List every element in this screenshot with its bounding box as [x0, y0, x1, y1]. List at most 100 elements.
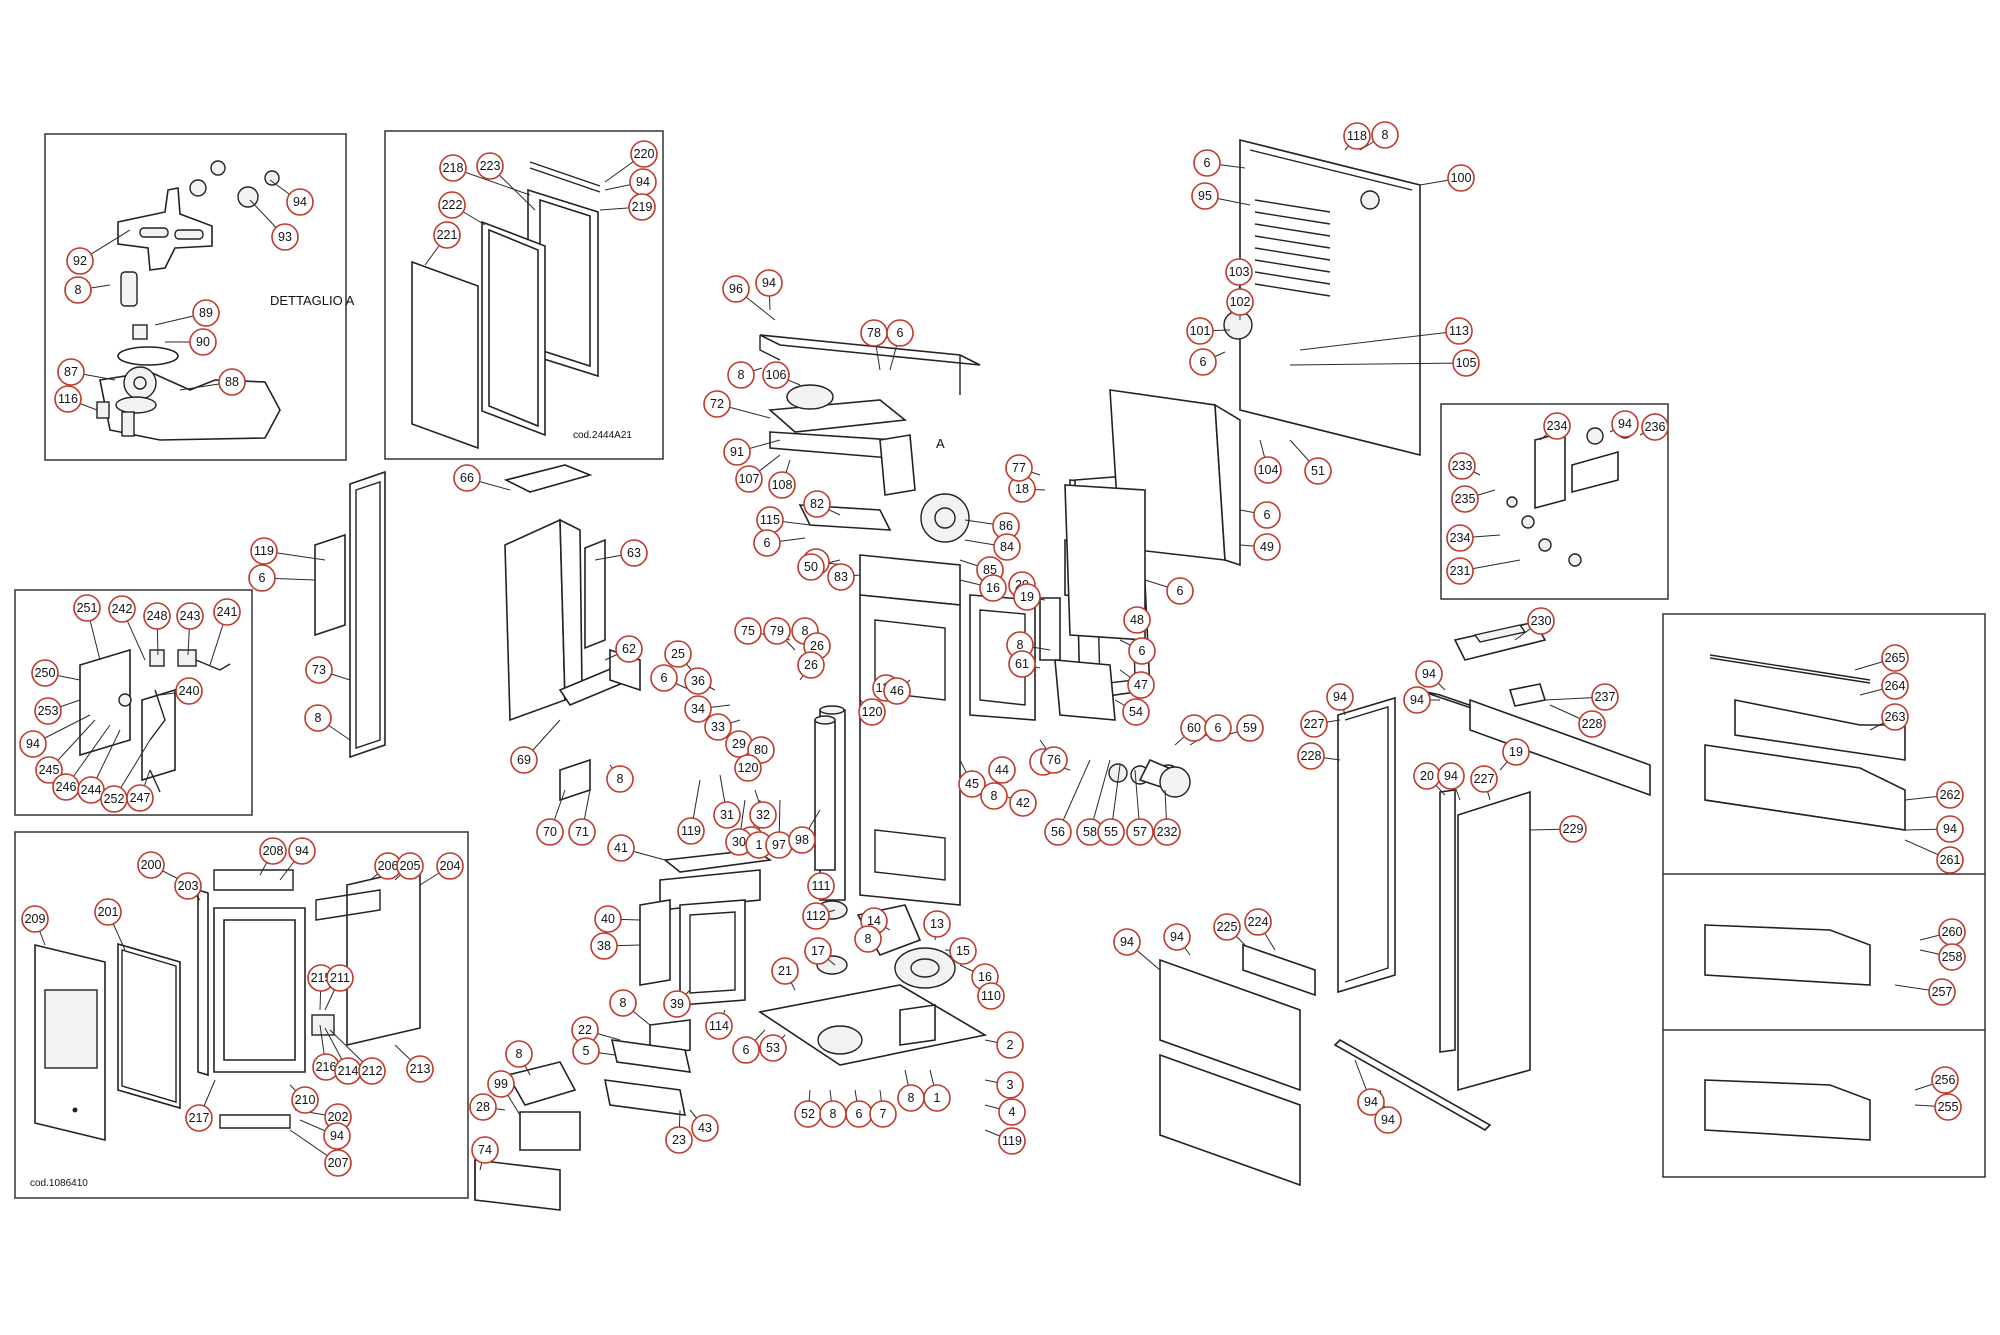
part-callout-220: 220 — [630, 140, 658, 168]
callout-circle — [436, 852, 464, 880]
callout-circle — [607, 834, 635, 862]
part-callout-6: 6 — [248, 564, 276, 592]
callout-number: 57 — [1133, 825, 1147, 839]
callout-number: 8 — [865, 932, 872, 946]
part-callout-5: 5 — [572, 1037, 600, 1065]
callout-number: 108 — [772, 478, 793, 492]
callout-circle — [755, 269, 783, 297]
callout-circle — [703, 390, 731, 418]
callout-number: 94 — [1170, 930, 1184, 944]
callout-number: 114 — [709, 1019, 729, 1033]
callout-number: 99 — [494, 1077, 508, 1091]
part-callout-251: 251 — [73, 594, 101, 622]
part-callout-20: 20 — [1413, 762, 1441, 790]
part-callout-6: 6 — [1189, 348, 1217, 376]
callout-number: 264 — [1885, 679, 1906, 693]
part-callout-227: 227 — [1300, 710, 1328, 738]
callout-number: 7 — [880, 1107, 887, 1121]
part-callout-87: 87 — [57, 358, 85, 386]
callout-number: 94 — [1120, 935, 1134, 949]
callout-circle — [568, 818, 596, 846]
part-callout-94: 94 — [1374, 1106, 1402, 1134]
electronics-parts — [79, 648, 231, 793]
part-callout-70: 70 — [536, 818, 564, 846]
callout-number: 8 — [75, 283, 82, 297]
callout-circle — [406, 1055, 434, 1083]
callout-number: 8 — [830, 1107, 837, 1121]
hinge-detail-panel — [1440, 403, 1669, 600]
part-callout-6: 6 — [1166, 577, 1194, 605]
part-callout-94: 94 — [629, 168, 657, 196]
detail-a-title: DETTAGLIO A — [270, 293, 355, 308]
part-callout-116: 116 — [54, 385, 82, 413]
callout-circle — [977, 982, 1005, 1010]
callout-circle — [73, 594, 101, 622]
callout-circle — [1186, 317, 1214, 345]
part-callout-3: 3 — [996, 1071, 1024, 1099]
part-callout-6: 6 — [845, 1100, 873, 1128]
callout-circle — [723, 438, 751, 466]
callout-number: 257 — [1932, 985, 1953, 999]
callout-number: 16 — [986, 581, 1000, 595]
part-callout-8: 8 — [606, 765, 634, 793]
callout-number: 63 — [627, 546, 641, 560]
callout-circle — [476, 152, 504, 180]
part-callout-71: 71 — [568, 818, 596, 846]
part-callout-94: 94 — [323, 1122, 351, 1150]
callout-circle — [1226, 288, 1254, 316]
part-callout-42: 42 — [1009, 789, 1037, 817]
callout-circle — [218, 368, 246, 396]
callout-number: 205 — [400, 859, 421, 873]
part-callout-108: 108 — [768, 471, 796, 499]
part-callout-217: 217 — [185, 1104, 213, 1132]
callout-circle — [288, 837, 316, 865]
callout-circle — [185, 1104, 213, 1132]
callout-circle — [998, 1127, 1026, 1155]
marker-a: A — [936, 436, 945, 451]
part-callout-208: 208 — [259, 837, 287, 865]
part-callout-73: 73 — [305, 656, 333, 684]
callout-number: 34 — [691, 702, 705, 716]
callout-number: 256 — [1935, 1073, 1956, 1087]
part-callout-47: 47 — [1127, 671, 1155, 699]
callout-circle — [628, 193, 656, 221]
callout-number: 6 — [259, 571, 266, 585]
part-callout-221: 221 — [433, 221, 461, 249]
part-callout-94: 94 — [1357, 1088, 1385, 1116]
part-callout-63: 63 — [620, 539, 648, 567]
callout-circle — [1005, 454, 1033, 482]
callout-number: 252 — [104, 792, 125, 806]
bottom-panels-group — [1159, 943, 1492, 1187]
callout-number: 221 — [437, 228, 458, 242]
part-callout-213: 213 — [406, 1055, 434, 1083]
callout-number: 6 — [856, 1107, 863, 1121]
callout-circle — [1641, 413, 1669, 441]
part-callout-241: 241 — [213, 598, 241, 626]
callout-number: 94 — [636, 175, 650, 189]
callout-circle — [1122, 698, 1150, 726]
callout-number: 52 — [801, 1107, 815, 1121]
part-callout-6: 6 — [1128, 637, 1156, 665]
callout-circle — [174, 872, 202, 900]
callout-circle — [1343, 122, 1371, 150]
part-callout-8: 8 — [64, 276, 92, 304]
callout-circle — [326, 964, 354, 992]
callout-number: 15 — [956, 944, 970, 958]
callout-circle — [665, 1126, 693, 1154]
part-callout-8: 8 — [505, 1040, 533, 1068]
part-callout-264: 264 — [1881, 672, 1909, 700]
callout-number: 87 — [64, 365, 78, 379]
callout-number: 232 — [1157, 825, 1178, 839]
callout-number: 248 — [147, 609, 168, 623]
part-callout-8: 8 — [854, 925, 882, 953]
part-callout-19: 19 — [1502, 738, 1530, 766]
callout-number: 227 — [1474, 772, 1495, 786]
part-callout-33: 33 — [704, 713, 732, 741]
callout-circle — [259, 837, 287, 865]
part-callout-48: 48 — [1123, 606, 1151, 634]
callout-number: 20 — [1420, 769, 1434, 783]
callout-circle — [1236, 714, 1264, 742]
part-callout-256: 256 — [1931, 1066, 1959, 1094]
callout-number: 92 — [73, 254, 87, 268]
callout-number: 8 — [738, 368, 745, 382]
